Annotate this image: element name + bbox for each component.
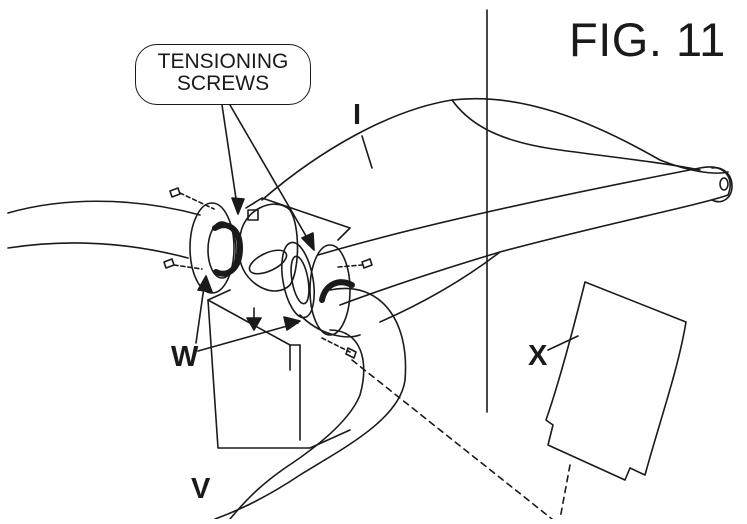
tube-v-inner — [229, 329, 365, 520]
callout-line-2: SCREWS — [176, 72, 270, 95]
leader-x — [547, 335, 579, 351]
leader-i — [361, 135, 373, 169]
leader-w-2 — [197, 322, 299, 352]
arrowhead-1 — [231, 197, 245, 215]
right-flange — [309, 244, 351, 336]
arrowhead-w-2 — [283, 316, 301, 331]
yoke-slot — [248, 249, 288, 275]
callout-box — [135, 44, 311, 105]
right-ring-inner — [290, 255, 310, 305]
callout-line-1: TENSIONING — [157, 50, 289, 73]
frame-arm-front — [317, 166, 731, 306]
housing-arrowhead — [246, 317, 262, 331]
frame-arm-curve — [451, 99, 701, 171]
right-ring — [281, 241, 315, 319]
part-label-v: V — [191, 473, 211, 505]
left-flange-inner — [207, 221, 237, 279]
arm-end-hole — [719, 177, 729, 191]
part-x — [545, 281, 687, 481]
arrowhead-2 — [301, 232, 315, 251]
figure-title: FIG. 11 — [569, 13, 726, 66]
housing-lock — [247, 209, 259, 221]
frame-arm-underside — [379, 251, 501, 323]
screw-bottom-left — [163, 258, 203, 270]
part-label-x: X — [528, 340, 548, 372]
housing-side — [207, 289, 351, 449]
screw-top-left — [169, 187, 215, 210]
leader-2 — [229, 104, 314, 249]
tube-left-top — [7, 200, 201, 216]
right-bushing — [319, 279, 355, 303]
arrowhead-w-1 — [197, 275, 213, 293]
part-label-i: I — [353, 99, 362, 131]
leader-1 — [221, 104, 239, 213]
screw-right-top — [337, 258, 373, 269]
left-flange — [189, 202, 235, 294]
guide-line — [351, 359, 553, 520]
screw-right-bottom — [321, 337, 357, 359]
callout-label: TENSIONING SCREWS — [135, 51, 311, 95]
tube-v-outer — [214, 287, 407, 520]
guide-line-2 — [559, 464, 571, 520]
housing-top — [245, 197, 351, 241]
tube-left-bottom — [7, 242, 189, 259]
frame-arm-top — [261, 97, 729, 201]
bracket-plate — [299, 314, 361, 338]
part-label-w: W — [171, 341, 199, 373]
arm-end-cap — [711, 166, 733, 203]
center-yoke — [239, 203, 299, 292]
